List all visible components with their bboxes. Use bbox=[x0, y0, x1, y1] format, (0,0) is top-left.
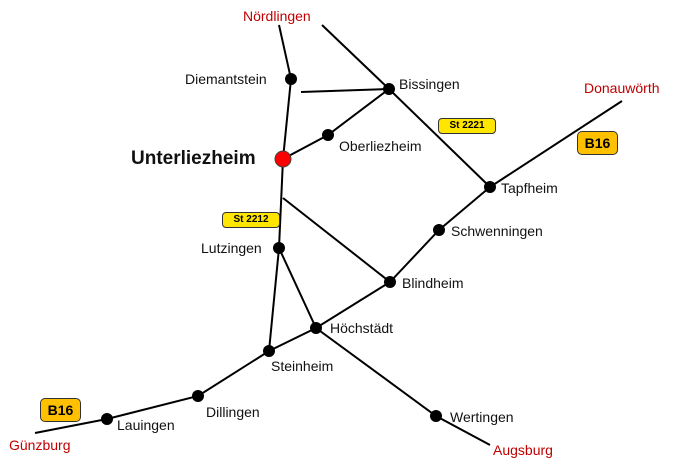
town-label-dillingen: Dillingen bbox=[206, 404, 260, 420]
destination-noerdlingen: Nördlingen bbox=[243, 8, 311, 24]
town-dot bbox=[263, 345, 275, 357]
town-label-steinheim: Steinheim bbox=[271, 358, 334, 374]
road-badge-st2212: St 2212 bbox=[222, 212, 280, 228]
road-st2221 bbox=[321, 24, 491, 188]
destination-guenzburg: Günzburg bbox=[9, 437, 71, 453]
road-noerdlingen-unterliezheim bbox=[278, 24, 293, 160]
town-label-schwenningen: Schwenningen bbox=[451, 223, 543, 239]
road-badge-b16-east: B16 bbox=[577, 131, 618, 155]
town-label-bissingen: Bissingen bbox=[399, 76, 460, 92]
road-lutzingen-augsburg bbox=[278, 247, 491, 446]
destination-augsburg: Augsburg bbox=[493, 442, 553, 458]
town-label-wertingen: Wertingen bbox=[450, 409, 514, 425]
town-dot bbox=[101, 413, 113, 425]
town-dot bbox=[322, 129, 334, 141]
road-diemantstein-bissingen bbox=[300, 88, 390, 93]
road-st2212 bbox=[268, 158, 284, 352]
destination-donauwoerth: Donauwörth bbox=[584, 80, 660, 96]
road-b16 bbox=[34, 100, 623, 434]
town-label-diemantstein: Diemantstein bbox=[185, 71, 267, 87]
town-dot bbox=[430, 410, 442, 422]
town-dot bbox=[484, 181, 496, 193]
town-dot bbox=[384, 276, 396, 288]
road-badge-b16-west: B16 bbox=[40, 398, 81, 422]
town-dot bbox=[192, 390, 204, 402]
town-label-blindheim: Blindheim bbox=[402, 275, 464, 291]
main-town-label: Unterliezheim bbox=[131, 148, 256, 169]
town-dot bbox=[285, 73, 297, 85]
town-label-lutzingen: Lutzingen bbox=[201, 240, 262, 256]
town-label-hoechstaedt: Höchstädt bbox=[330, 320, 394, 336]
town-dot bbox=[310, 322, 322, 334]
main-town-dot bbox=[274, 150, 292, 168]
town-dot bbox=[383, 83, 395, 95]
town-dot bbox=[433, 224, 445, 236]
town-label-tapfheim: Tapfheim bbox=[501, 180, 558, 196]
town-label-oberliezheim: Oberliezheim bbox=[339, 138, 422, 154]
road-badge-st2221: St 2221 bbox=[438, 118, 496, 134]
road-unterliezheim-blindheim bbox=[282, 197, 391, 283]
town-label-lauingen: Lauingen bbox=[117, 417, 175, 433]
town-dot bbox=[273, 242, 285, 254]
